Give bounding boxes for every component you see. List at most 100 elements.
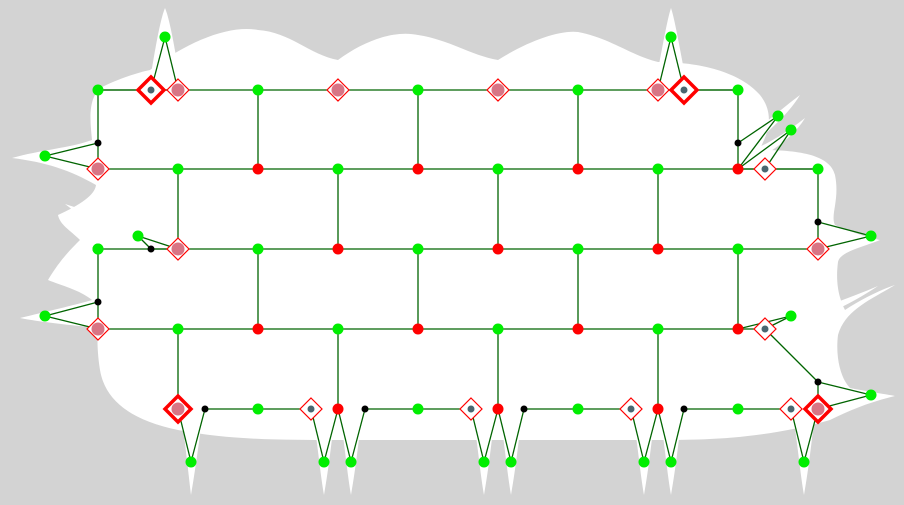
green-node	[185, 456, 197, 468]
diamond-marker	[299, 397, 323, 421]
spike-left-1	[65, 204, 155, 244]
diamond-marker	[806, 237, 830, 261]
mesh-edge	[483, 408, 499, 463]
diamond-marker	[86, 317, 110, 341]
mesh-edge	[737, 129, 792, 170]
marker-fill	[91, 322, 105, 336]
red-node	[492, 243, 504, 255]
mesh-edge	[737, 115, 779, 144]
marker-fill	[651, 83, 665, 97]
red-node	[572, 323, 584, 335]
green-node	[638, 456, 650, 468]
marker-fill	[331, 83, 345, 97]
marker-fill	[811, 402, 825, 416]
red-node	[412, 323, 424, 335]
green-node	[665, 456, 677, 468]
green-node	[412, 403, 424, 415]
green-node	[412, 243, 424, 255]
mesh-edge	[337, 408, 352, 463]
green-node	[332, 323, 344, 335]
diamond-marker	[753, 157, 777, 181]
red-node	[652, 403, 664, 415]
green-node	[332, 163, 344, 175]
red-node	[252, 323, 264, 335]
mesh-edge	[44, 142, 99, 157]
spike-right-3	[780, 286, 878, 330]
mesh-edge	[510, 408, 525, 463]
green-node	[172, 323, 184, 335]
marker-fill	[91, 162, 105, 176]
marker-fill	[491, 83, 505, 97]
diamond-marker	[619, 397, 643, 421]
mesh-edge	[190, 408, 206, 463]
red-node	[572, 163, 584, 175]
red-node	[732, 323, 744, 335]
mesh-edge	[44, 301, 99, 317]
spike-top-right	[656, 8, 686, 80]
green-node	[812, 163, 824, 175]
black-node	[734, 139, 742, 147]
spike-right-2	[742, 118, 805, 162]
marker-dot	[761, 325, 769, 333]
diamond-marker	[486, 78, 510, 102]
mesh-edge	[764, 328, 819, 383]
green-node	[172, 163, 184, 175]
black-node	[814, 378, 822, 386]
green-node	[865, 389, 877, 401]
green-node	[785, 310, 797, 322]
diamond-marker	[166, 78, 190, 102]
green-node	[92, 243, 104, 255]
green-node	[572, 403, 584, 415]
green-node	[39, 150, 51, 162]
green-node	[732, 84, 744, 96]
black-node	[201, 405, 209, 413]
bold-diamond-marker	[162, 393, 194, 425]
mesh-edge	[817, 381, 872, 396]
red-node	[332, 243, 344, 255]
green-node	[785, 124, 797, 136]
mesh-edge	[670, 408, 685, 463]
green-node	[252, 243, 264, 255]
green-node	[492, 163, 504, 175]
black-node	[147, 245, 155, 253]
red-node	[332, 403, 344, 415]
diamond-marker	[753, 317, 777, 341]
marker-dot	[467, 405, 475, 413]
diamond-marker	[779, 397, 803, 421]
mesh-edge	[657, 408, 672, 463]
marker-dot	[147, 86, 155, 94]
green-node	[732, 403, 744, 415]
marker-dot	[680, 86, 688, 94]
black-node	[680, 405, 688, 413]
marker-fill	[811, 242, 825, 256]
green-node	[572, 243, 584, 255]
marker-dot	[627, 405, 635, 413]
green-node	[772, 110, 784, 122]
marker-fill	[171, 83, 185, 97]
green-node	[159, 31, 171, 43]
bold-diamond-marker	[135, 74, 167, 106]
black-node	[520, 405, 528, 413]
mesh-edge	[350, 408, 366, 463]
green-node	[92, 84, 104, 96]
marker-fill	[171, 402, 185, 416]
spike-top-left	[150, 8, 180, 80]
red-node	[492, 403, 504, 415]
bold-diamond-marker	[668, 74, 700, 106]
green-node	[412, 84, 424, 96]
marker-dot	[787, 405, 795, 413]
diamond-marker	[459, 397, 483, 421]
red-node	[412, 163, 424, 175]
diamond-marker	[326, 78, 350, 102]
green-node	[478, 456, 490, 468]
diamond-marker	[166, 237, 190, 261]
green-node	[318, 456, 330, 468]
mesh-nodes	[39, 31, 877, 468]
mesh-edge	[817, 221, 872, 237]
mesh-edge	[497, 408, 512, 463]
mesh-edge	[643, 408, 659, 463]
green-node	[865, 230, 877, 242]
bold-diamond-marker	[802, 393, 834, 425]
